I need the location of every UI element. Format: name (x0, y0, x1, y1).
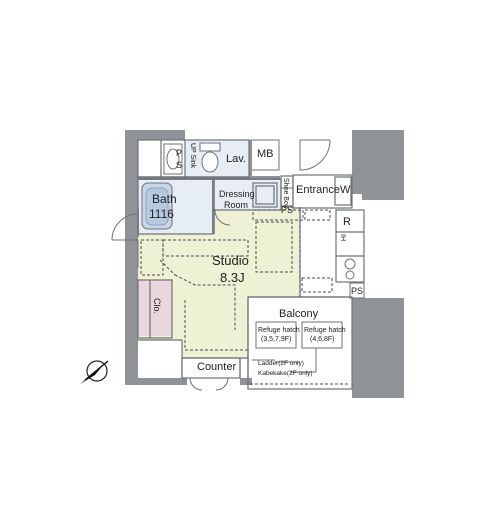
dressing-label-line1: Dressing (219, 189, 255, 199)
kabekake-note: Kabekake(2F only) (258, 370, 313, 377)
bathtub-icon (141, 182, 173, 230)
dressing-label-line2: Room (224, 200, 249, 210)
toilet-icon (199, 142, 221, 173)
bath-size: 1116 (149, 207, 174, 221)
balcony-label: Balcony (279, 308, 319, 320)
dashed-lines (140, 209, 350, 385)
closet-label: Clo. (152, 298, 162, 315)
ps-left-p: P (176, 148, 183, 158)
kitchen-label: IH (339, 234, 346, 241)
dressing-floor (213, 179, 281, 210)
closet-floor (138, 280, 172, 336)
studio-name: Studio (212, 253, 249, 268)
up-sink-label: UP Sink (189, 143, 196, 169)
refuge-hatch-2-line2: (4,6,8F) (310, 336, 335, 343)
doors (111, 139, 331, 391)
lav-label: Lav. (226, 153, 246, 165)
entrance-label: Entrance (296, 184, 341, 196)
studio-size: 8.3J (220, 270, 245, 285)
r-label: R (343, 216, 351, 228)
ladder-note: Ladder(2F only) (258, 360, 304, 367)
refuge-hatch-1-line2: (3,5,7,9F) (261, 336, 292, 343)
walls (125, 130, 404, 398)
counter-label: Counter (197, 361, 237, 373)
mb-label: MB (257, 148, 274, 160)
refuge-hatches (255, 321, 343, 373)
ps-left-s: S (176, 160, 183, 170)
studio-floor (138, 207, 300, 358)
north-arrow-icon (80, 360, 109, 384)
ps-mid-label: PS (281, 205, 294, 215)
w-label: W (340, 184, 351, 196)
refuge-hatch-1-line1: Refuge hatch (258, 327, 300, 334)
ps-right-label: PS (351, 286, 364, 296)
bath-name: Bath (152, 192, 177, 206)
washbasin-icon (163, 143, 183, 175)
refuge-hatch-2-line1: Refuge hatch (304, 327, 346, 334)
shoe-box-label: Shoe Box (282, 178, 289, 209)
stove-icon (344, 258, 356, 280)
